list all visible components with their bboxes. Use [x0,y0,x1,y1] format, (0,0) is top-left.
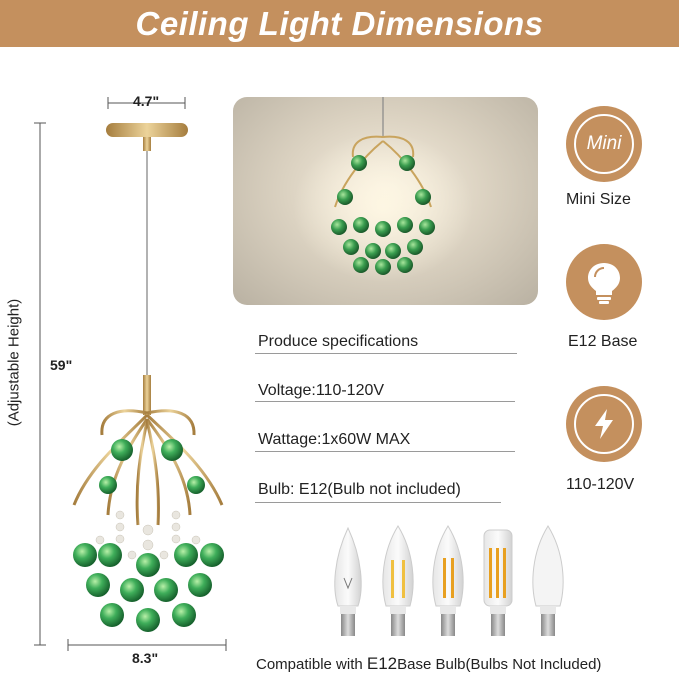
bulb-5 [532,525,564,636]
bulb-1 [334,526,362,636]
title-banner: Ceiling Light Dimensions [0,0,679,47]
spec-divider [255,353,517,354]
mini-badge-text: Mini [586,133,622,154]
spec-bulb-base: E12 [298,481,328,498]
compatibility-note: Compatible with E12Base Bulb(Bulbs Not I… [256,654,601,674]
top-width-label: 4.7" [133,93,160,109]
e12-base-label: E12 Base [568,333,638,350]
spec-divider [255,502,501,503]
product-photo-art [293,97,473,282]
compatible-bulbs [334,525,564,636]
mini-badge: Mini [566,106,642,182]
voltage-label: 110-120V [566,476,635,493]
bulb-4 [483,529,513,636]
voltage-badge-ring [574,394,634,454]
banner-title: Ceiling Light Dimensions [135,4,544,42]
compat-suffix: Base Bulb(Bulbs Not Included) [397,656,602,673]
bottom-width-label: 8.3" [132,650,159,666]
bulb-icon [588,263,620,304]
height-note-label: (Adjustable Height) [5,298,23,427]
product-photo [233,97,538,305]
bulb-badge [566,244,642,320]
spec-divider [255,451,515,452]
spec-bulb: Bulb: E12(Bulb not included) [258,481,461,499]
height-label: 59" [50,357,73,373]
spec-voltage: Voltage:110-120V [258,382,385,399]
bulb-2 [382,525,414,636]
spec-bulb-suffix: (Bulb not included) [327,481,461,498]
bulb-3 [432,525,464,636]
compat-prefix: Compatible with [256,656,367,673]
spec-heading: Produce specifications [258,333,419,350]
lightning-icon [595,409,613,439]
mini-badge-ring: Mini [574,114,634,174]
voltage-badge [566,386,642,462]
mini-size-label: Mini Size [566,191,631,208]
compat-base: E12 [366,654,398,673]
chandelier-diagram [34,97,227,651]
spec-wattage: Wattage:1x60W MAX [258,431,411,448]
spec-divider [255,401,515,402]
spec-bulb-prefix: Bulb: [258,481,299,498]
